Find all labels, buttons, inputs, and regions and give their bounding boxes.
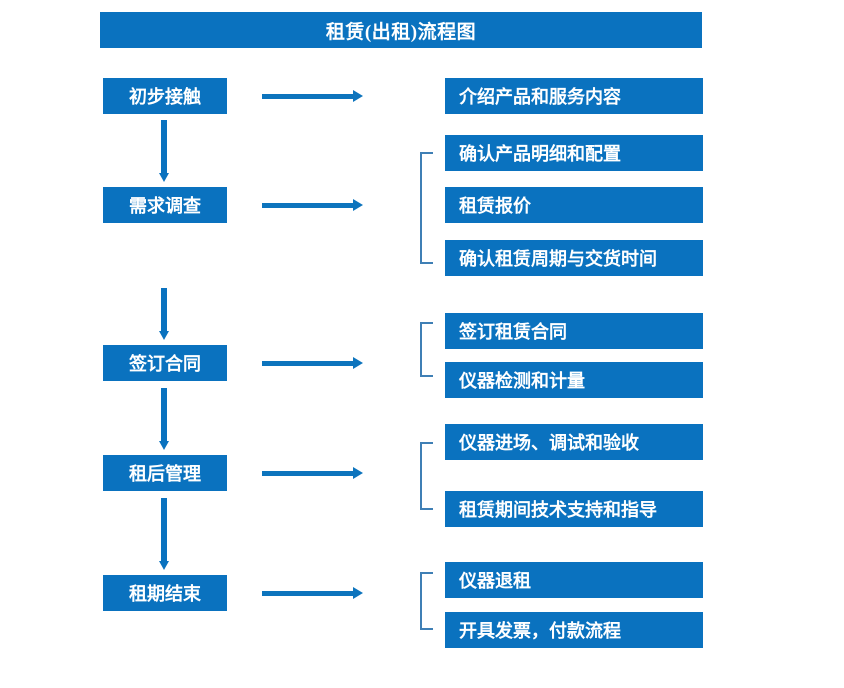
group-bracket-qianding-hetong	[420, 322, 433, 377]
connector-arrow-stage4-to-stage5	[159, 498, 169, 570]
arrow-head	[353, 587, 363, 599]
stage-box-chubu-jiechu[interactable]: 初步接触	[103, 78, 227, 114]
flow-arrow-stage4-to-details	[262, 467, 363, 479]
group-bracket-zuhou-guanli	[420, 442, 433, 510]
flow-arrow-stage5-to-details	[262, 587, 363, 599]
arrow-shaft	[161, 288, 167, 331]
arrow-head	[353, 357, 363, 369]
detail-box-queren-zulin-zhouqi[interactable]: 确认租赁周期与交货时间	[445, 240, 703, 276]
detail-box-yiqi-tuizu[interactable]: 仪器退租	[445, 562, 703, 598]
arrow-shaft	[262, 471, 354, 476]
detail-box-qianding-zulin-hetong[interactable]: 签订租赁合同	[445, 313, 703, 349]
group-bracket-zuqi-jieshu	[420, 572, 433, 630]
connector-arrow-stage1-to-stage2	[159, 120, 169, 182]
flow-arrow-stage2-to-details	[262, 199, 363, 211]
flow-arrow-stage3-to-details	[262, 357, 363, 369]
connector-arrow-stage2-to-stage3	[159, 288, 169, 340]
connector-arrow-stage3-to-stage4	[159, 388, 169, 450]
arrow-shaft	[262, 203, 354, 208]
detail-box-zulin-qijian-zhichi[interactable]: 租赁期间技术支持和指导	[445, 491, 703, 527]
stage-box-xuqiu-diaocha[interactable]: 需求调查	[103, 187, 227, 223]
detail-box-yiqi-jiance-jiliang[interactable]: 仪器检测和计量	[445, 362, 703, 398]
arrow-shaft	[262, 94, 354, 99]
detail-box-queren-chanpin-mingxi[interactable]: 确认产品明细和配置	[445, 135, 703, 171]
arrow-shaft	[262, 361, 354, 366]
group-bracket-xuqiu-diaocha	[420, 152, 433, 264]
flow-arrow-stage1-to-details	[262, 90, 363, 102]
arrow-head	[353, 199, 363, 211]
arrow-head	[159, 331, 169, 340]
arrow-shaft	[262, 591, 354, 596]
stage-box-qianding-hetong[interactable]: 签订合同	[103, 345, 227, 381]
arrow-shaft	[161, 388, 167, 441]
detail-box-jieshao-chanpin-fuwu[interactable]: 介绍产品和服务内容	[445, 78, 703, 114]
arrow-shaft	[161, 120, 167, 173]
detail-box-yiqi-jinchang-tiaoshi[interactable]: 仪器进场、调试和验收	[445, 424, 703, 460]
detail-box-zulin-baojia[interactable]: 租赁报价	[445, 187, 703, 223]
stage-box-zuhou-guanli[interactable]: 租后管理	[103, 455, 227, 491]
stage-box-zuqi-jieshu[interactable]: 租期结束	[103, 575, 227, 611]
arrow-head	[353, 90, 363, 102]
arrow-shaft	[161, 498, 167, 561]
arrow-head	[159, 441, 169, 450]
chart-title: 租赁(出租)流程图	[100, 12, 702, 48]
arrow-head	[353, 467, 363, 479]
arrow-head	[159, 173, 169, 182]
detail-box-kaiju-fapiao-fukuan[interactable]: 开具发票，付款流程	[445, 612, 703, 648]
arrow-head	[159, 561, 169, 570]
